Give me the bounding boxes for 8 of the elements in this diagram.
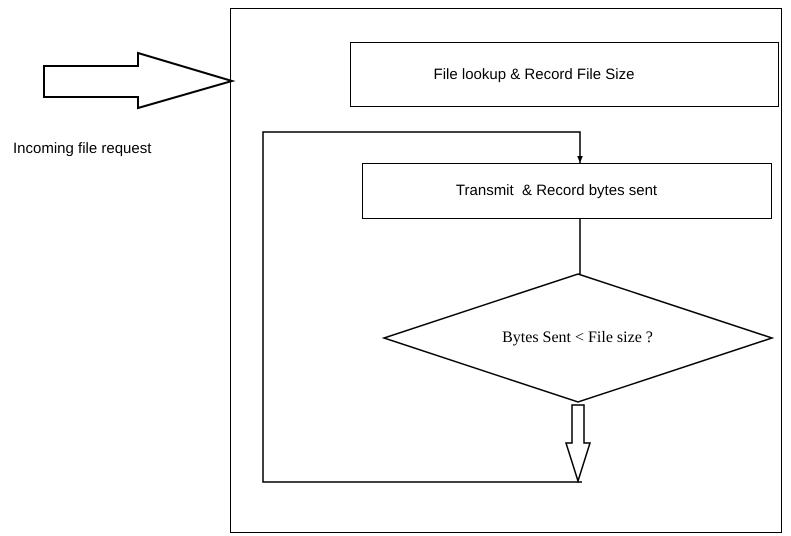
decision-text: Bytes Sent < File size ?: [502, 328, 653, 346]
decision-diamond: [384, 274, 772, 402]
step-text: File lookup & Record File Size: [434, 66, 634, 82]
frame-box: [230, 8, 782, 533]
process-box: [350, 42, 778, 106]
step-text: Transmit & Record bytes sent: [456, 182, 658, 199]
edge-label: Incoming file request: [13, 140, 152, 157]
process-box: [362, 162, 772, 218]
